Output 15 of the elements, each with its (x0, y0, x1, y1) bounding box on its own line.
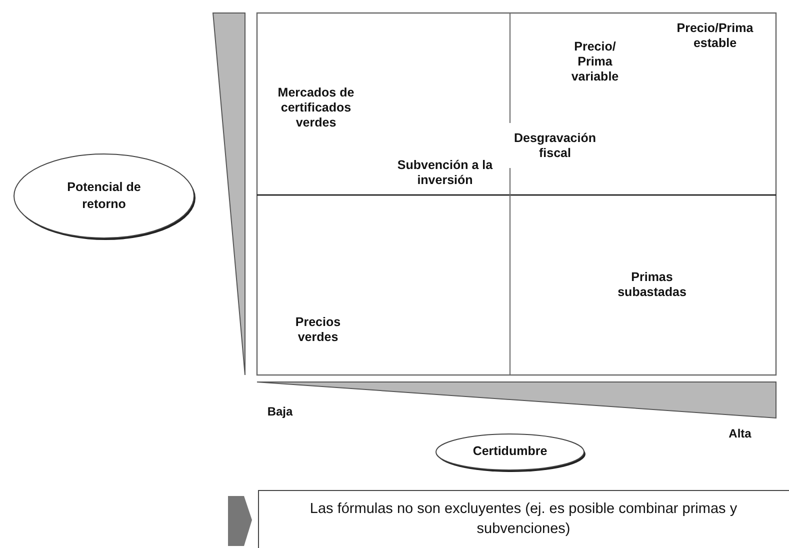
node-label: Potencial de retorno (66, 178, 142, 213)
quadrant-label: Primas subastadas (616, 270, 688, 300)
quadrant-label: Desgravación fiscal (513, 131, 597, 161)
ellipse-node (434, 432, 586, 472)
quadrant-label: Subvención a la inversión (396, 158, 494, 188)
ellipse-node (12, 152, 196, 240)
axis-label: Alta (728, 426, 752, 442)
node-label: Las fórmulas no son excluyentes (ej. es posible combinar primas y subvenciones) (308, 500, 738, 538)
axis-label: Baja (266, 404, 294, 420)
quadrant-label: Precio/Prima estable (676, 21, 754, 51)
note-box (258, 490, 789, 548)
node-label: Certidumbre (472, 443, 548, 460)
quadrant-label: Precio/ Prima variable (570, 40, 620, 84)
quadrant-label: Mercados de certificados verdes (276, 86, 356, 130)
quadrant-label: Precios verdes (294, 315, 342, 345)
